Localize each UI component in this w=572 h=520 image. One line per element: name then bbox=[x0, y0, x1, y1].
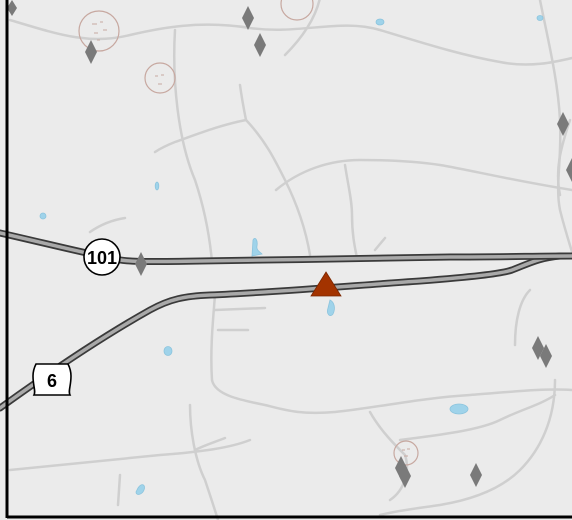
poi-marker bbox=[399, 464, 411, 488]
route-101-label: 101 bbox=[87, 248, 117, 268]
triangle-marker-icon[interactable] bbox=[310, 271, 342, 297]
poi-marker bbox=[135, 252, 147, 276]
poi-marker bbox=[7, 0, 17, 16]
route-6-label: 6 bbox=[47, 371, 57, 391]
diamond-marker-icon bbox=[7, 0, 572, 488]
poi-marker bbox=[470, 463, 482, 487]
route-6-shield[interactable]: 6 bbox=[32, 363, 72, 396]
highway-route-6 bbox=[0, 252, 572, 412]
poi-marker bbox=[242, 6, 254, 30]
minor-roads bbox=[8, 0, 572, 520]
poi-marker bbox=[85, 40, 97, 64]
water-features bbox=[39, 15, 544, 495]
poi-marker bbox=[254, 33, 266, 57]
hill-circle-icon bbox=[78, 0, 419, 466]
route-101-shield[interactable]: 101 bbox=[83, 238, 121, 276]
poi-marker bbox=[566, 158, 572, 182]
poi-marker bbox=[540, 344, 552, 368]
poi-marker bbox=[557, 112, 569, 136]
map-frame bbox=[5, 0, 572, 519]
